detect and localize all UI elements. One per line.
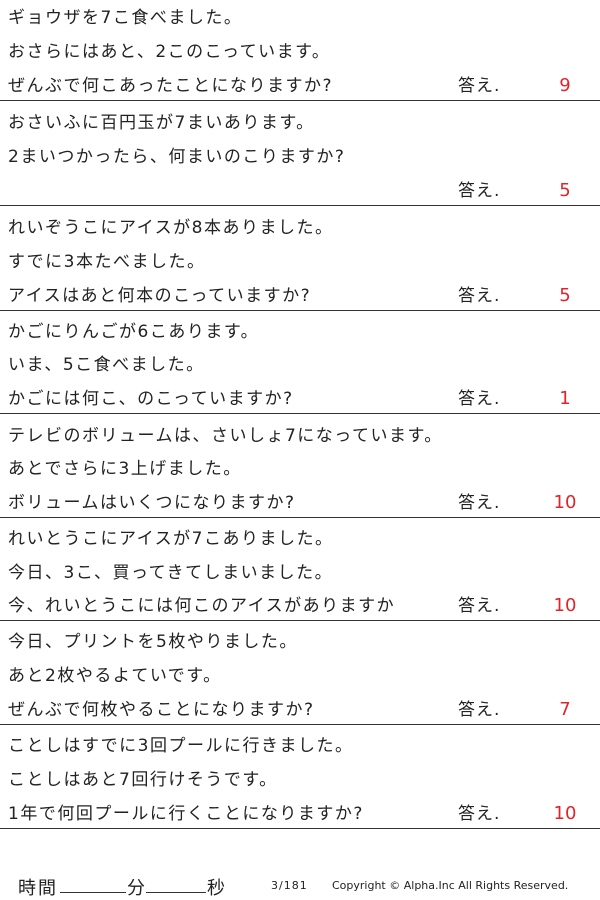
problem-question-line: ぜんぶで何枚やることになりますか? <box>8 700 315 720</box>
answer-value: 10 <box>553 803 577 824</box>
divider <box>0 620 600 621</box>
problem-text-line: すでに3本たべました。 <box>8 252 206 272</box>
problem-text-line: テレビのボリュームは、さいしょ7になっています。 <box>8 426 443 446</box>
problem-text-line: ことしはすでに3回プールに行きました。 <box>8 736 354 756</box>
answer-value: 10 <box>553 595 577 616</box>
problem-text-line: おさいふに百円玉が7まいあります。 <box>8 113 315 133</box>
answer-value: 5 <box>559 180 571 201</box>
divider <box>0 310 600 311</box>
problem-question-line: 今、れいとうこには何このアイスがありますか <box>8 596 396 616</box>
problem-text-line: 今日、3こ、買ってきてしまいました。 <box>8 563 334 583</box>
problem-text-line: おさらにはあと、2このこっています。 <box>8 42 331 62</box>
problem-text-line: 今日、プリントを5枚やりました。 <box>8 632 298 652</box>
problem-text-line: あとでさらに3上げました。 <box>8 459 242 479</box>
divider <box>0 517 600 518</box>
problem-question-line: 1年で何回プールに行くことになりますか? <box>8 804 364 824</box>
problem-text-line: ギョウザを7こ食べました。 <box>8 8 243 28</box>
problem-text-line: ことしはあと7回行けそうです。 <box>8 770 278 790</box>
answer-label: 答え. <box>458 700 501 720</box>
minutes-blank[interactable] <box>60 892 126 893</box>
divider <box>0 413 600 414</box>
problem-question-line: アイスはあと何本のこっていますか? <box>8 286 312 306</box>
copyright: Copyright © Alpha.Inc All Rights Reserve… <box>332 879 569 892</box>
seconds-blank[interactable] <box>146 892 206 893</box>
problem-text-line: いま、5こ食べました。 <box>8 355 205 375</box>
divider <box>0 100 600 101</box>
minutes-label: 分 <box>127 878 145 899</box>
problem-text-line: かごにりんごが6こあります。 <box>8 322 260 342</box>
problem-text-line: れいぞうこにアイスが8本ありました。 <box>8 218 334 238</box>
problem-question-line: かごには何こ、のこっていますか? <box>8 389 294 409</box>
answer-value: 10 <box>553 492 577 513</box>
answer-label: 答え. <box>458 389 501 409</box>
answer-label: 答え. <box>458 76 501 96</box>
answer-label: 答え. <box>458 804 501 824</box>
answer-value: 9 <box>559 75 571 96</box>
problem-text-line: 2まいつかったら、何まいのこりますか? <box>8 147 346 167</box>
problem-question-line: ぜんぶで何こあったことになりますか? <box>8 76 334 96</box>
problem-text-line: れいとうこにアイスが7こありました。 <box>8 529 334 549</box>
page-number: 3/181 <box>271 879 308 892</box>
problem-text-line: あと2枚やるよていです。 <box>8 666 222 686</box>
answer-label: 答え. <box>458 596 501 616</box>
answer-value: 5 <box>559 285 571 306</box>
footer: 時間 分 秒 3/181 Copyright © Alpha.Inc All R… <box>0 872 600 899</box>
answer-label: 答え. <box>458 493 501 513</box>
seconds-label: 秒 <box>207 878 225 899</box>
answer-label: 答え. <box>458 181 501 201</box>
answer-value: 7 <box>559 699 571 720</box>
divider <box>0 828 600 829</box>
time-label: 時間 <box>18 878 58 899</box>
answer-value: 1 <box>559 388 571 409</box>
divider <box>0 724 600 725</box>
answer-label: 答え. <box>458 286 501 306</box>
problem-question-line: ボリュームはいくつになりますか? <box>8 493 296 513</box>
divider <box>0 205 600 206</box>
